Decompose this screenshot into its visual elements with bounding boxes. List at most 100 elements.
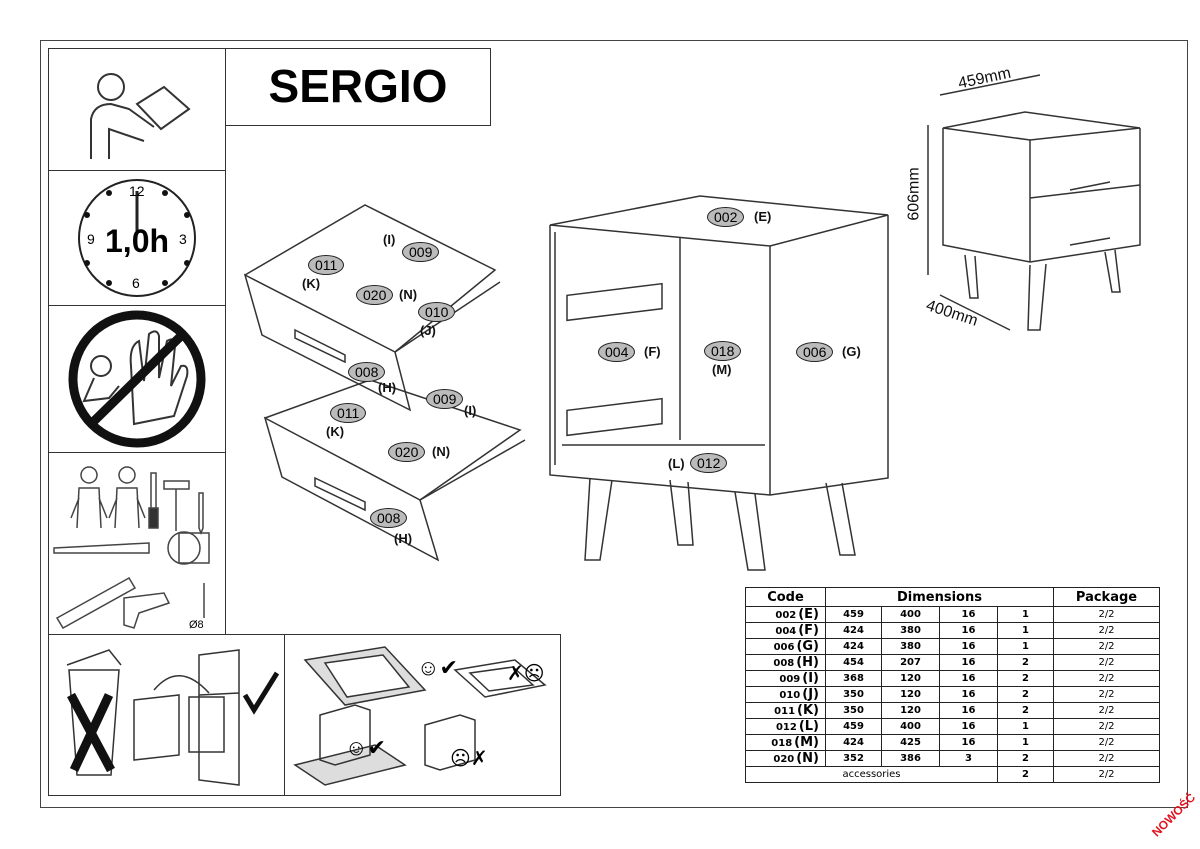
dim-width: 120 (881, 686, 940, 703)
part-012-letter: (L) (668, 456, 685, 471)
drawer2-part-008: 008 (370, 508, 408, 528)
part-018: 018 (704, 341, 742, 361)
dim-length: 459 (825, 718, 882, 735)
accessories-package: 2/2 (1053, 766, 1160, 783)
dim-width: 120 (881, 670, 940, 687)
drawer1-part-009: 009 (402, 242, 440, 262)
person-reading-icon (90, 73, 191, 159)
package: 2/2 (1053, 718, 1160, 735)
part-code: 009(I) (745, 670, 826, 687)
dim-thickness: 16 (939, 686, 998, 703)
quantity: 2 (997, 670, 1054, 687)
drawer1-part-009-letter: (I) (383, 232, 396, 247)
part-code: 004(F) (745, 622, 826, 639)
svg-text:☹✗: ☹✗ (450, 748, 488, 770)
dim-width: 425 (881, 734, 940, 751)
drawer2-part-020: 020 (388, 442, 426, 462)
part-code: 018(M) (745, 734, 826, 751)
keep-instructions-icon (66, 649, 280, 786)
drawer1-part-010: 010 (418, 302, 456, 322)
dim-length: 350 (825, 686, 882, 703)
quantity: 2 (997, 702, 1054, 719)
part-code: 002(E) (745, 606, 826, 623)
part-012: 012 (690, 453, 728, 473)
accessories-label: accessories (745, 766, 998, 783)
product-title: SERGIO (225, 48, 491, 126)
quantity: 2 (997, 654, 1054, 671)
dim-thickness: 16 (939, 670, 998, 687)
part-code-letter: (M) (794, 735, 819, 750)
assemble-on-soft-surface-icon: ☺✔ ✗☹ ☺✔ ☹✗ (293, 646, 547, 786)
part-018-letter: (M) (712, 362, 732, 377)
quantity: 1 (997, 606, 1054, 623)
header-package: Package (1053, 587, 1160, 607)
quantity: 1 (997, 734, 1054, 751)
part-code-letter: (F) (798, 623, 819, 638)
dim-length: 352 (825, 750, 882, 767)
part-code-number: 011 (774, 706, 796, 717)
part-code: 012(L) (745, 718, 826, 735)
package: 2/2 (1053, 622, 1160, 639)
dim-width: 400 (881, 718, 940, 735)
dim-length: 350 (825, 702, 882, 719)
part-code: 011(K) (745, 702, 826, 719)
part-code-letter: (G) (796, 639, 819, 654)
no-children-icon (68, 310, 206, 448)
quantity: 2 (997, 750, 1054, 767)
package: 2/2 (1053, 654, 1160, 671)
part-code-number: 009 (779, 674, 801, 685)
quantity: 2 (997, 686, 1054, 703)
drawer2-part-009-letter: (I) (464, 403, 477, 418)
part-code-number: 008 (773, 658, 795, 669)
part-006: 006 (796, 342, 834, 362)
part-002: 002 (707, 207, 745, 227)
page-frame (40, 40, 1188, 808)
part-code-number: 006 (773, 642, 795, 653)
part-code-number: 020 (773, 754, 795, 765)
dim-width: 400 (881, 606, 940, 623)
part-code: 010(J) (745, 686, 826, 703)
dim-length: 424 (825, 638, 882, 655)
package: 2/2 (1053, 750, 1160, 767)
part-code-number: 018 (771, 738, 793, 749)
drawer2-part-011-letter: (K) (326, 424, 345, 439)
package: 2/2 (1053, 606, 1160, 623)
assembly-time: 1,0h (105, 223, 170, 259)
part-code-letter: (L) (798, 719, 819, 734)
package: 2/2 (1053, 702, 1160, 719)
dim-length: 368 (825, 670, 882, 687)
quantity: 1 (997, 638, 1054, 655)
part-code-letter: (J) (802, 687, 819, 702)
package: 2/2 (1053, 734, 1160, 751)
package: 2/2 (1053, 686, 1160, 703)
part-code-number: 012 (775, 722, 797, 733)
part-code-letter: (H) (796, 655, 819, 670)
dim-width: 380 (881, 638, 940, 655)
clock-6: 6 (132, 275, 140, 291)
part-code: 008(H) (745, 654, 826, 671)
drawer1-part-011: 011 (308, 255, 345, 275)
dim-width: 120 (881, 702, 940, 719)
dim-length: 424 (825, 734, 882, 751)
dim-thickness: 16 (939, 654, 998, 671)
drawer2-part-009: 009 (426, 389, 464, 409)
dim-thickness: 3 (939, 750, 998, 767)
svg-text:☺✔: ☺✔ (417, 655, 458, 680)
drawer1-part-011-letter: (K) (302, 276, 321, 291)
drawer1-part-010-letter: (J) (420, 323, 436, 338)
part-code-number: 010 (779, 690, 801, 701)
table-header-row: Code Dimensions Package (745, 587, 1160, 607)
part-code-number: 002 (775, 610, 797, 621)
dim-width: 380 (881, 622, 940, 639)
